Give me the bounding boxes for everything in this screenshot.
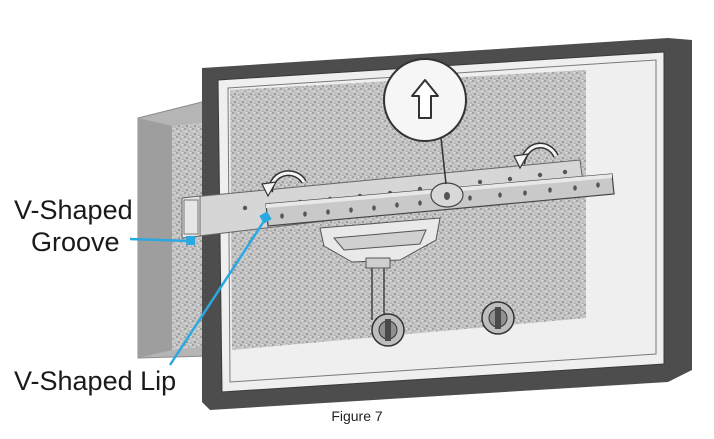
v-groove-callout-line xyxy=(129,236,195,245)
curved-arrow-icon xyxy=(513,142,559,170)
curved-arrow-icon xyxy=(261,170,307,198)
mounting-knob-left xyxy=(371,313,405,347)
up-arrow-icon xyxy=(411,79,439,119)
v-lip-callout-line xyxy=(168,211,272,366)
figure-caption: Figure 7 xyxy=(331,408,383,424)
up-arrow-callout xyxy=(383,58,467,185)
mounting-knob-right xyxy=(481,301,515,335)
v-groove-label-line1: V-Shaped xyxy=(14,195,133,225)
v-groove-label-line2: Groove xyxy=(31,227,120,257)
tv-frame xyxy=(202,38,692,410)
v-lip-label: V-Shaped Lip xyxy=(14,366,177,396)
arm-assembly xyxy=(319,217,441,320)
